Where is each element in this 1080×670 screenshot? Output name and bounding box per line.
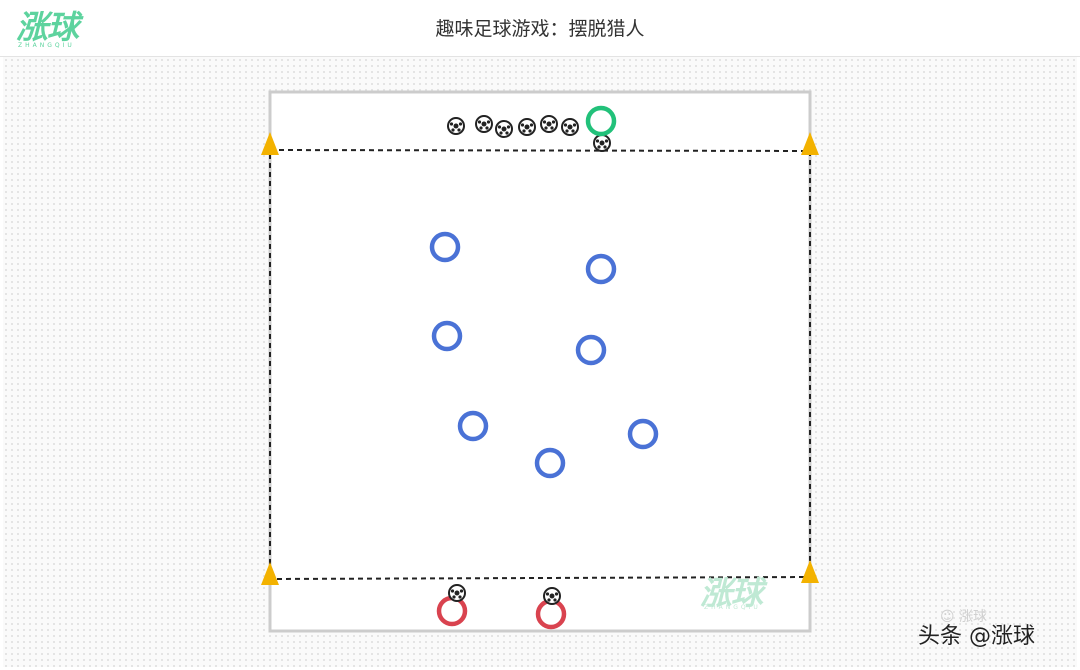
field-watermark: 涨球 xyxy=(700,574,763,612)
page-title: 趣味足球游戏：摆脱猎人 xyxy=(435,18,645,40)
ball-icon xyxy=(543,587,561,605)
source-credit: 头条 @涨球 xyxy=(918,624,1035,649)
ball-icon xyxy=(448,584,466,602)
cone-marker xyxy=(801,560,819,583)
player-marker xyxy=(431,320,463,352)
brand-logo: 涨球 xyxy=(16,8,79,46)
pitch-boundary xyxy=(268,90,812,633)
red-player-marker xyxy=(436,595,468,627)
player-marker xyxy=(585,253,617,285)
ball-icon xyxy=(593,134,611,152)
ball-icon xyxy=(495,120,513,138)
ball-icon xyxy=(518,118,536,136)
cone-marker xyxy=(261,132,279,155)
field-watermark-subtext: ZHANGQIU xyxy=(704,604,761,611)
cone-marker xyxy=(801,132,819,155)
player-marker xyxy=(534,447,566,479)
brand-logo-subtext: ZHANGQIU xyxy=(18,42,75,49)
ball-icon xyxy=(447,117,465,135)
player-marker xyxy=(575,334,607,366)
player-marker xyxy=(429,231,461,263)
credit-watermark: ☺ 涨球 xyxy=(940,609,988,625)
player-marker xyxy=(627,418,659,450)
ball-icon xyxy=(475,115,493,133)
player-marker xyxy=(457,410,489,442)
ball-icon xyxy=(540,115,558,133)
cone-marker xyxy=(261,562,279,585)
ball-icon xyxy=(561,118,579,136)
hunter-player-marker xyxy=(585,105,617,137)
header-bar: 涨球 ZHANGQIU 趣味足球游戏：摆脱猎人 xyxy=(0,0,1080,57)
